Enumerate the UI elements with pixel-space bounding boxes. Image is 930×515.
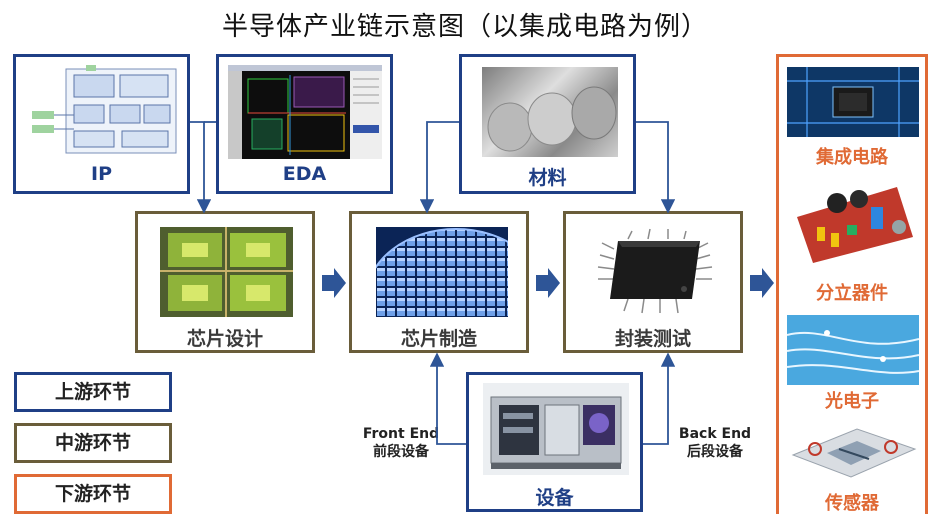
equipment-box: 设备 <box>466 372 643 512</box>
chip-design-box: 芯片设计 <box>135 211 315 353</box>
packaging-test-box: 封装测试 <box>563 211 743 353</box>
materials-box: 材料 <box>459 54 636 194</box>
chip-fab-label: 芯片制造 <box>400 328 477 350</box>
legend-upstream-label: 上游环节 <box>54 381 131 403</box>
ip-block-diagram-image <box>26 65 178 159</box>
silicon-ingot-image <box>482 67 618 157</box>
ip-label: IP <box>91 163 112 185</box>
packaging-to-downstream-arrow <box>750 268 774 298</box>
diagram-title: 半导体产业链示意图（以集成电路为例） <box>221 12 708 42</box>
eda-screenshot-image <box>228 65 382 159</box>
wafer-image <box>376 227 508 317</box>
downstream-box: 集成电路 分立器件 光电子 <box>776 54 928 514</box>
front-end-en: Front End <box>362 426 440 442</box>
front-end-zh: 前段设备 <box>373 444 429 460</box>
packaged-chip-image <box>588 227 722 317</box>
equipment-machine-image <box>483 383 629 475</box>
legend-downstream-label: 下游环节 <box>54 483 131 505</box>
ip-eda-to-design-connector <box>190 121 212 214</box>
back-end-zh: 后段设备 <box>687 444 743 460</box>
chip-fab-box: 芯片制造 <box>349 211 529 353</box>
back-end-en: Back End <box>678 426 752 442</box>
legend-upstream: 上游环节 <box>14 372 172 412</box>
chip-die-image <box>160 227 293 317</box>
discrete-devices-image <box>787 177 919 265</box>
packaging-test-label: 封装测试 <box>614 328 691 350</box>
back-end-label: Back End 后段设备 <box>660 425 770 461</box>
equipment-to-packaging-connector <box>643 352 676 445</box>
materials-to-packaging-connector <box>636 121 676 214</box>
eda-box: EDA <box>216 54 393 194</box>
sensor-image <box>787 419 919 485</box>
materials-label: 材料 <box>528 167 567 189</box>
downstream-item-optoelectronics: 光电子 <box>825 391 879 412</box>
eda-label: EDA <box>282 163 327 185</box>
downstream-item-sensor: 传感器 <box>825 493 879 514</box>
legend-downstream: 下游环节 <box>14 474 172 514</box>
materials-to-fab-connector <box>419 121 459 214</box>
chip-design-label: 芯片设计 <box>186 328 263 350</box>
downstream-item-discrete: 分立器件 <box>816 283 888 304</box>
legend-midstream: 中游环节 <box>14 423 172 463</box>
downstream-item-ic: 集成电路 <box>816 147 888 168</box>
equipment-label: 设备 <box>535 487 574 509</box>
optoelectronics-image <box>787 315 919 385</box>
legend-midstream-label: 中游环节 <box>54 432 131 454</box>
fab-to-packaging-arrow <box>536 268 560 298</box>
front-end-label: Front End 前段设备 <box>338 425 464 461</box>
ip-box: IP <box>13 54 190 194</box>
equipment-to-fab-connector <box>429 352 466 445</box>
integrated-circuit-image <box>787 67 919 137</box>
design-to-fab-arrow <box>322 268 346 298</box>
